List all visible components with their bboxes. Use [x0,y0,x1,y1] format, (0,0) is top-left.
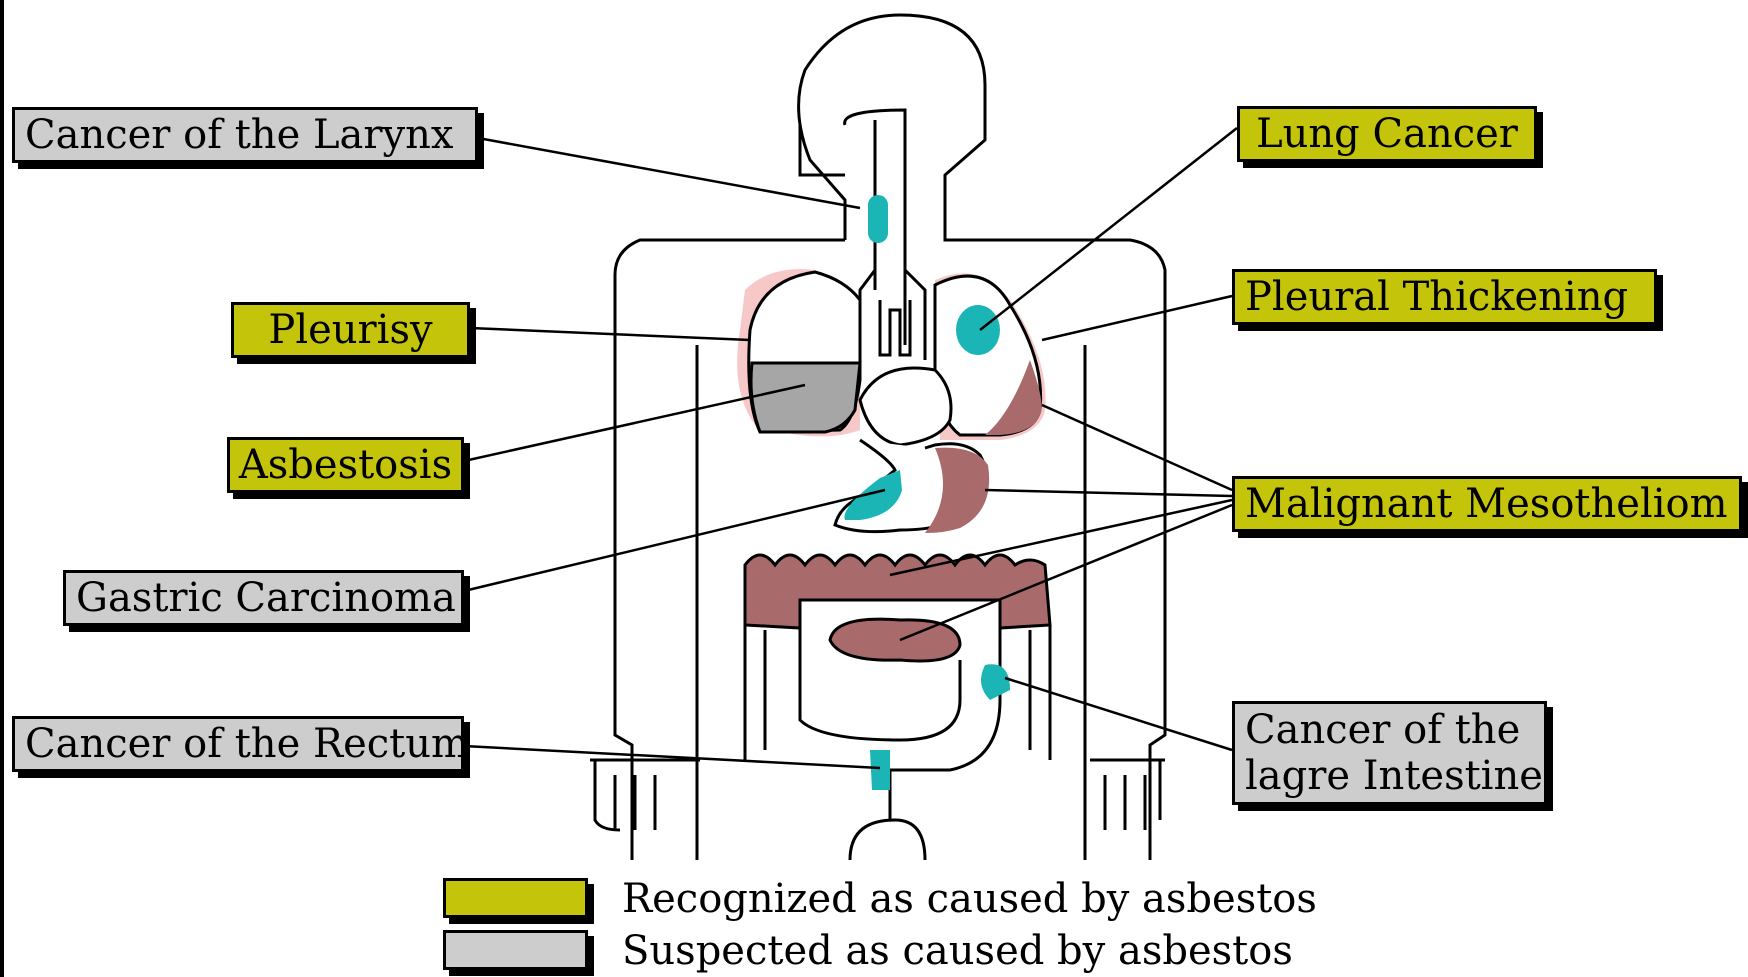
label-pleurisy-text: Pleurisy [268,307,432,353]
label-asbestosis: Asbestosis [227,437,464,493]
legend-swatch-suspected [443,930,588,970]
label-malignant-mesothelioma-text: Malignant Mesotheliom [1245,481,1728,527]
label-pleural-thickening-text: Pleural Thickening [1245,274,1628,320]
label-pleural-thickening: Pleural Thickening [1232,269,1657,325]
label-cancer-of-rectum-text: Cancer of the Rectum [25,721,469,767]
leader-lines [464,128,1237,768]
larynx-tumor-spot [868,195,888,243]
body-outline [590,15,1165,860]
legend-suspected-text: Suspected as caused by asbestos [622,928,1293,974]
label-cancer-of-larynx-text: Cancer of the Larynx [25,112,453,158]
legend-recognized-text: Recognized as caused by asbestos [622,876,1317,922]
label-asbestosis-text: Asbestosis [239,442,452,488]
label-cancer-of-rectum: Cancer of the Rectum [12,716,464,772]
label-large-intestine-line1: Cancer of the [1245,707,1520,753]
legend-swatch-recognized [443,878,588,918]
lung-tumor-spot [956,305,1000,355]
label-cancer-of-larynx: Cancer of the Larynx [12,107,478,163]
intestines [745,555,1050,820]
stomach [835,440,989,533]
heart [860,368,951,445]
label-cancer-of-large-intestine: Cancer of the lagre Intestine [1232,701,1547,805]
label-large-intestine-line2: lagre Intestine [1245,753,1543,799]
label-gastric-carcinoma: Gastric Carcinoma [63,570,464,626]
label-lung-cancer-text: Lung Cancer [1256,111,1518,157]
label-pleurisy: Pleurisy [231,302,470,358]
right-lung [749,272,860,432]
label-lung-cancer: Lung Cancer [1237,106,1537,162]
label-gastric-carcinoma-text: Gastric Carcinoma [76,575,456,621]
label-malignant-mesothelioma: Malignant Mesotheliom [1232,476,1742,532]
